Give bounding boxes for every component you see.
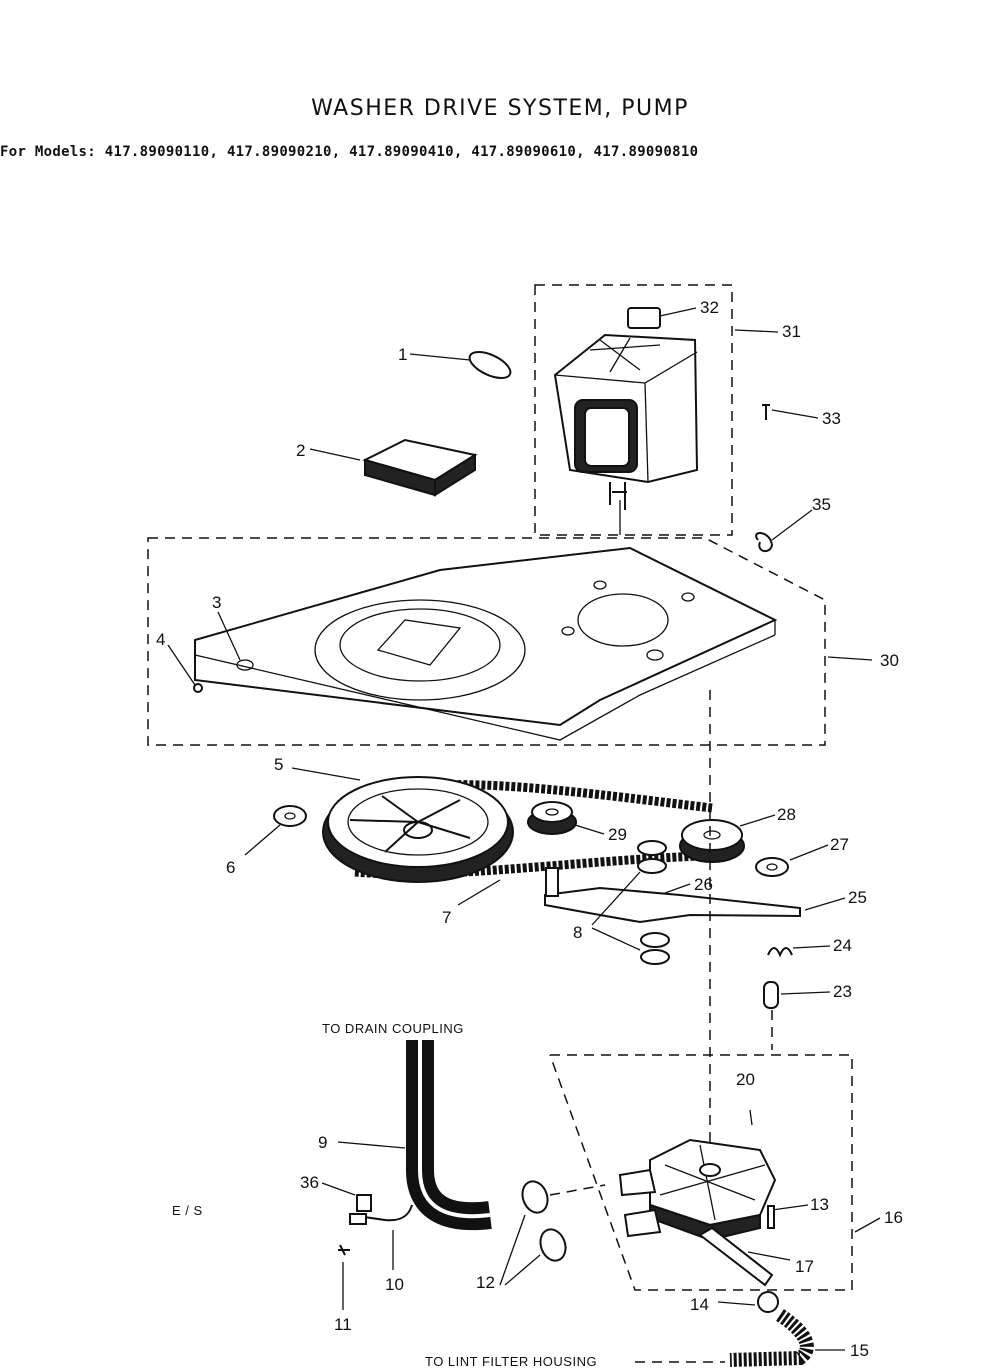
label-part-25: 25 [848, 888, 867, 907]
spring-24 [767, 947, 793, 958]
label-part-12: 12 [476, 1273, 495, 1292]
drain-hose-9 [406, 1040, 492, 1231]
label-part-17: 17 [795, 1257, 814, 1276]
label-part-29: 29 [608, 825, 627, 844]
washer-27 [755, 857, 789, 877]
model-numbers: For Models: 417.89090110, 417.89090210, … [0, 144, 699, 160]
label-part-15: 15 [850, 1341, 869, 1360]
label-part-4: 4 [156, 630, 165, 649]
pump-assembly [618, 1138, 777, 1287]
label-part-16: 16 [884, 1208, 903, 1227]
idler-pulley-29 [527, 801, 577, 835]
label-part-2: 2 [296, 441, 305, 460]
label-part-26: 26 [694, 875, 713, 894]
label-part-33: 33 [822, 409, 841, 428]
clamp-14 [757, 1291, 779, 1313]
base-plate-outline [147, 537, 826, 746]
motor-group-outline [534, 284, 733, 536]
base-plate [194, 546, 778, 741]
label-part-32: 32 [700, 298, 719, 317]
diagram-title: WASHER DRIVE SYSTEM, PUMP [311, 96, 689, 121]
label-part-14: 14 [690, 1295, 709, 1314]
label-part-7: 7 [442, 908, 451, 927]
hose-15 [729, 1309, 814, 1367]
idler-arm [544, 867, 801, 924]
screw-11 [338, 1244, 350, 1256]
washers-8 [637, 840, 670, 965]
motor-connector [627, 307, 661, 329]
label-part-30: 30 [880, 651, 899, 670]
motor-assembly [553, 333, 699, 535]
pump-group-outline [549, 1054, 853, 1291]
clamps-12 [521, 1180, 567, 1262]
pad-2 [362, 438, 478, 497]
label-part-3: 3 [212, 593, 221, 612]
label-part-9: 9 [318, 1133, 327, 1152]
label-part-10: 10 [385, 1275, 404, 1294]
clip-35 [755, 532, 774, 553]
label-part-28: 28 [777, 805, 796, 824]
label-part-27: 27 [830, 835, 849, 854]
large-pulley [322, 776, 514, 883]
label-part-35: 35 [812, 495, 831, 514]
label-part-11: 11 [334, 1315, 352, 1334]
label-part-8: 8 [573, 923, 582, 942]
bracket-10 [349, 1204, 413, 1222]
annotation-lint-filter: TO LINT FILTER HOUSING [425, 1354, 597, 1369]
label-part-5: 5 [274, 755, 283, 774]
motor-pulley-28 [679, 819, 745, 863]
retainer-36 [356, 1194, 372, 1212]
page-code: E / S [172, 1203, 203, 1218]
label-part-31: 31 [782, 322, 801, 341]
washer-6 [273, 805, 307, 827]
label-part-6: 6 [226, 858, 235, 877]
label-part-20: 20 [736, 1070, 755, 1089]
label-part-1: 1 [398, 345, 407, 364]
label-part-13: 13 [810, 1195, 829, 1214]
label-part-36: 36 [300, 1173, 319, 1192]
screw-33 [762, 404, 770, 420]
fitting-23 [763, 981, 779, 1009]
label-part-23: 23 [833, 982, 852, 1001]
ring-1 [468, 351, 512, 379]
label-part-24: 24 [833, 936, 852, 955]
annotation-drain-coupling: TO DRAIN COUPLING [322, 1021, 464, 1036]
